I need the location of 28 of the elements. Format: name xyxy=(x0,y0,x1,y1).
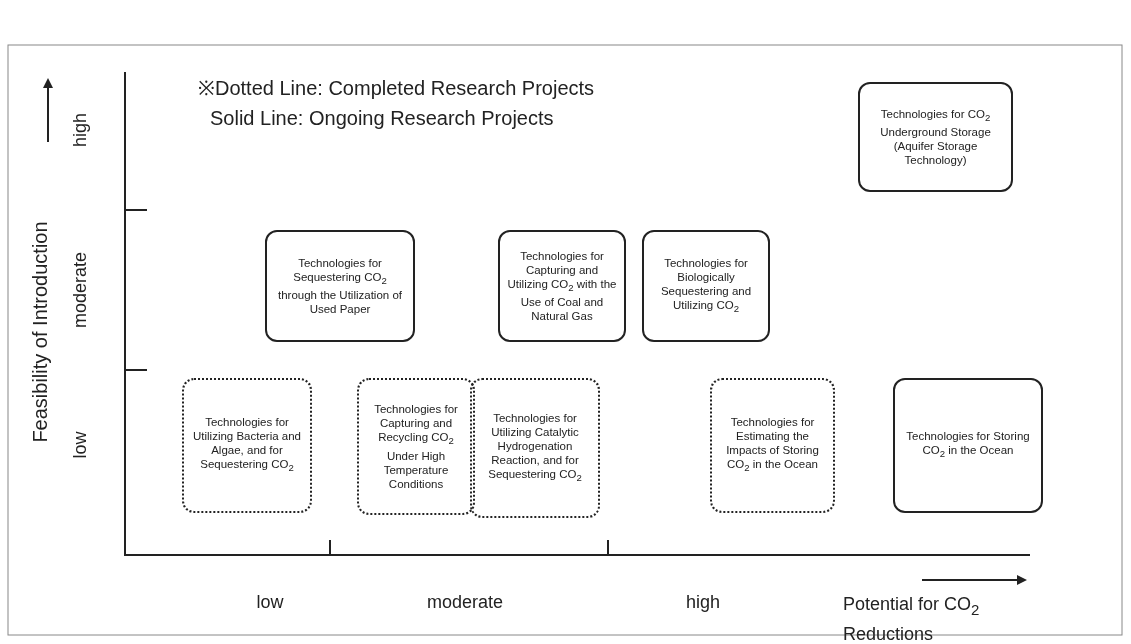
axis-title: Feasibility of Introduction xyxy=(28,221,52,443)
completed-project-box xyxy=(182,378,312,513)
project-text: Technologies for Utilizing Catalytic Hydrogenation Reaction, and for Sequestering CO$_{2}$ xyxy=(487,410,583,486)
ongoing-project-box xyxy=(893,378,1043,513)
project-text: Technologies for Capturing and Utilizing CO$_{2}$ with the Use of Coal and Natural Gas xyxy=(506,248,618,324)
project-text: Technologies for CO$_{2}$ Underground Storage (Aquifer Storage Technology) xyxy=(879,106,992,168)
tick-label: moderate xyxy=(427,592,503,613)
tick-label: high xyxy=(69,113,91,147)
project-text: Technologies for Estimating the Impacts of Storing CO$_{2}$ in the Ocean xyxy=(725,415,820,476)
project-text: Technologies for Sequestering CO$_{2}$ through the Utilization of Used Paper xyxy=(277,255,403,317)
completed-project-box xyxy=(710,378,835,513)
legend-note: ※Dotted Line: Completed Research Projects xyxy=(198,76,595,101)
project-text: Technologies for Capturing and Recycling CO$_{2}$ Under High Temperature Conditions xyxy=(373,402,459,491)
project-text: Technologies for Storing CO$_{2}$ in the Ocean xyxy=(905,429,1031,462)
ongoing-project-box xyxy=(265,230,415,342)
axis-title: Potential for CO$_{2}$ Reductions xyxy=(843,593,981,644)
project-text: Technologies for Biologically Sequestering and Utilizing CO$_{2}$ xyxy=(659,255,753,317)
tick-label: low xyxy=(256,592,284,613)
completed-project-box xyxy=(357,378,475,515)
tick-label: high xyxy=(686,592,720,613)
ongoing-project-box xyxy=(642,230,770,342)
ongoing-project-box xyxy=(498,230,626,342)
project-text: Technologies for Utilizing Bacteria and Algae, and for Sequestering CO$_{2}$ xyxy=(192,415,302,476)
ongoing-project-box xyxy=(858,82,1013,192)
tick-label: moderate xyxy=(69,252,91,328)
completed-project-box xyxy=(470,378,600,518)
tick-label: low xyxy=(69,431,91,459)
legend-note: Solid Line: Ongoing Research Projects xyxy=(210,107,554,130)
